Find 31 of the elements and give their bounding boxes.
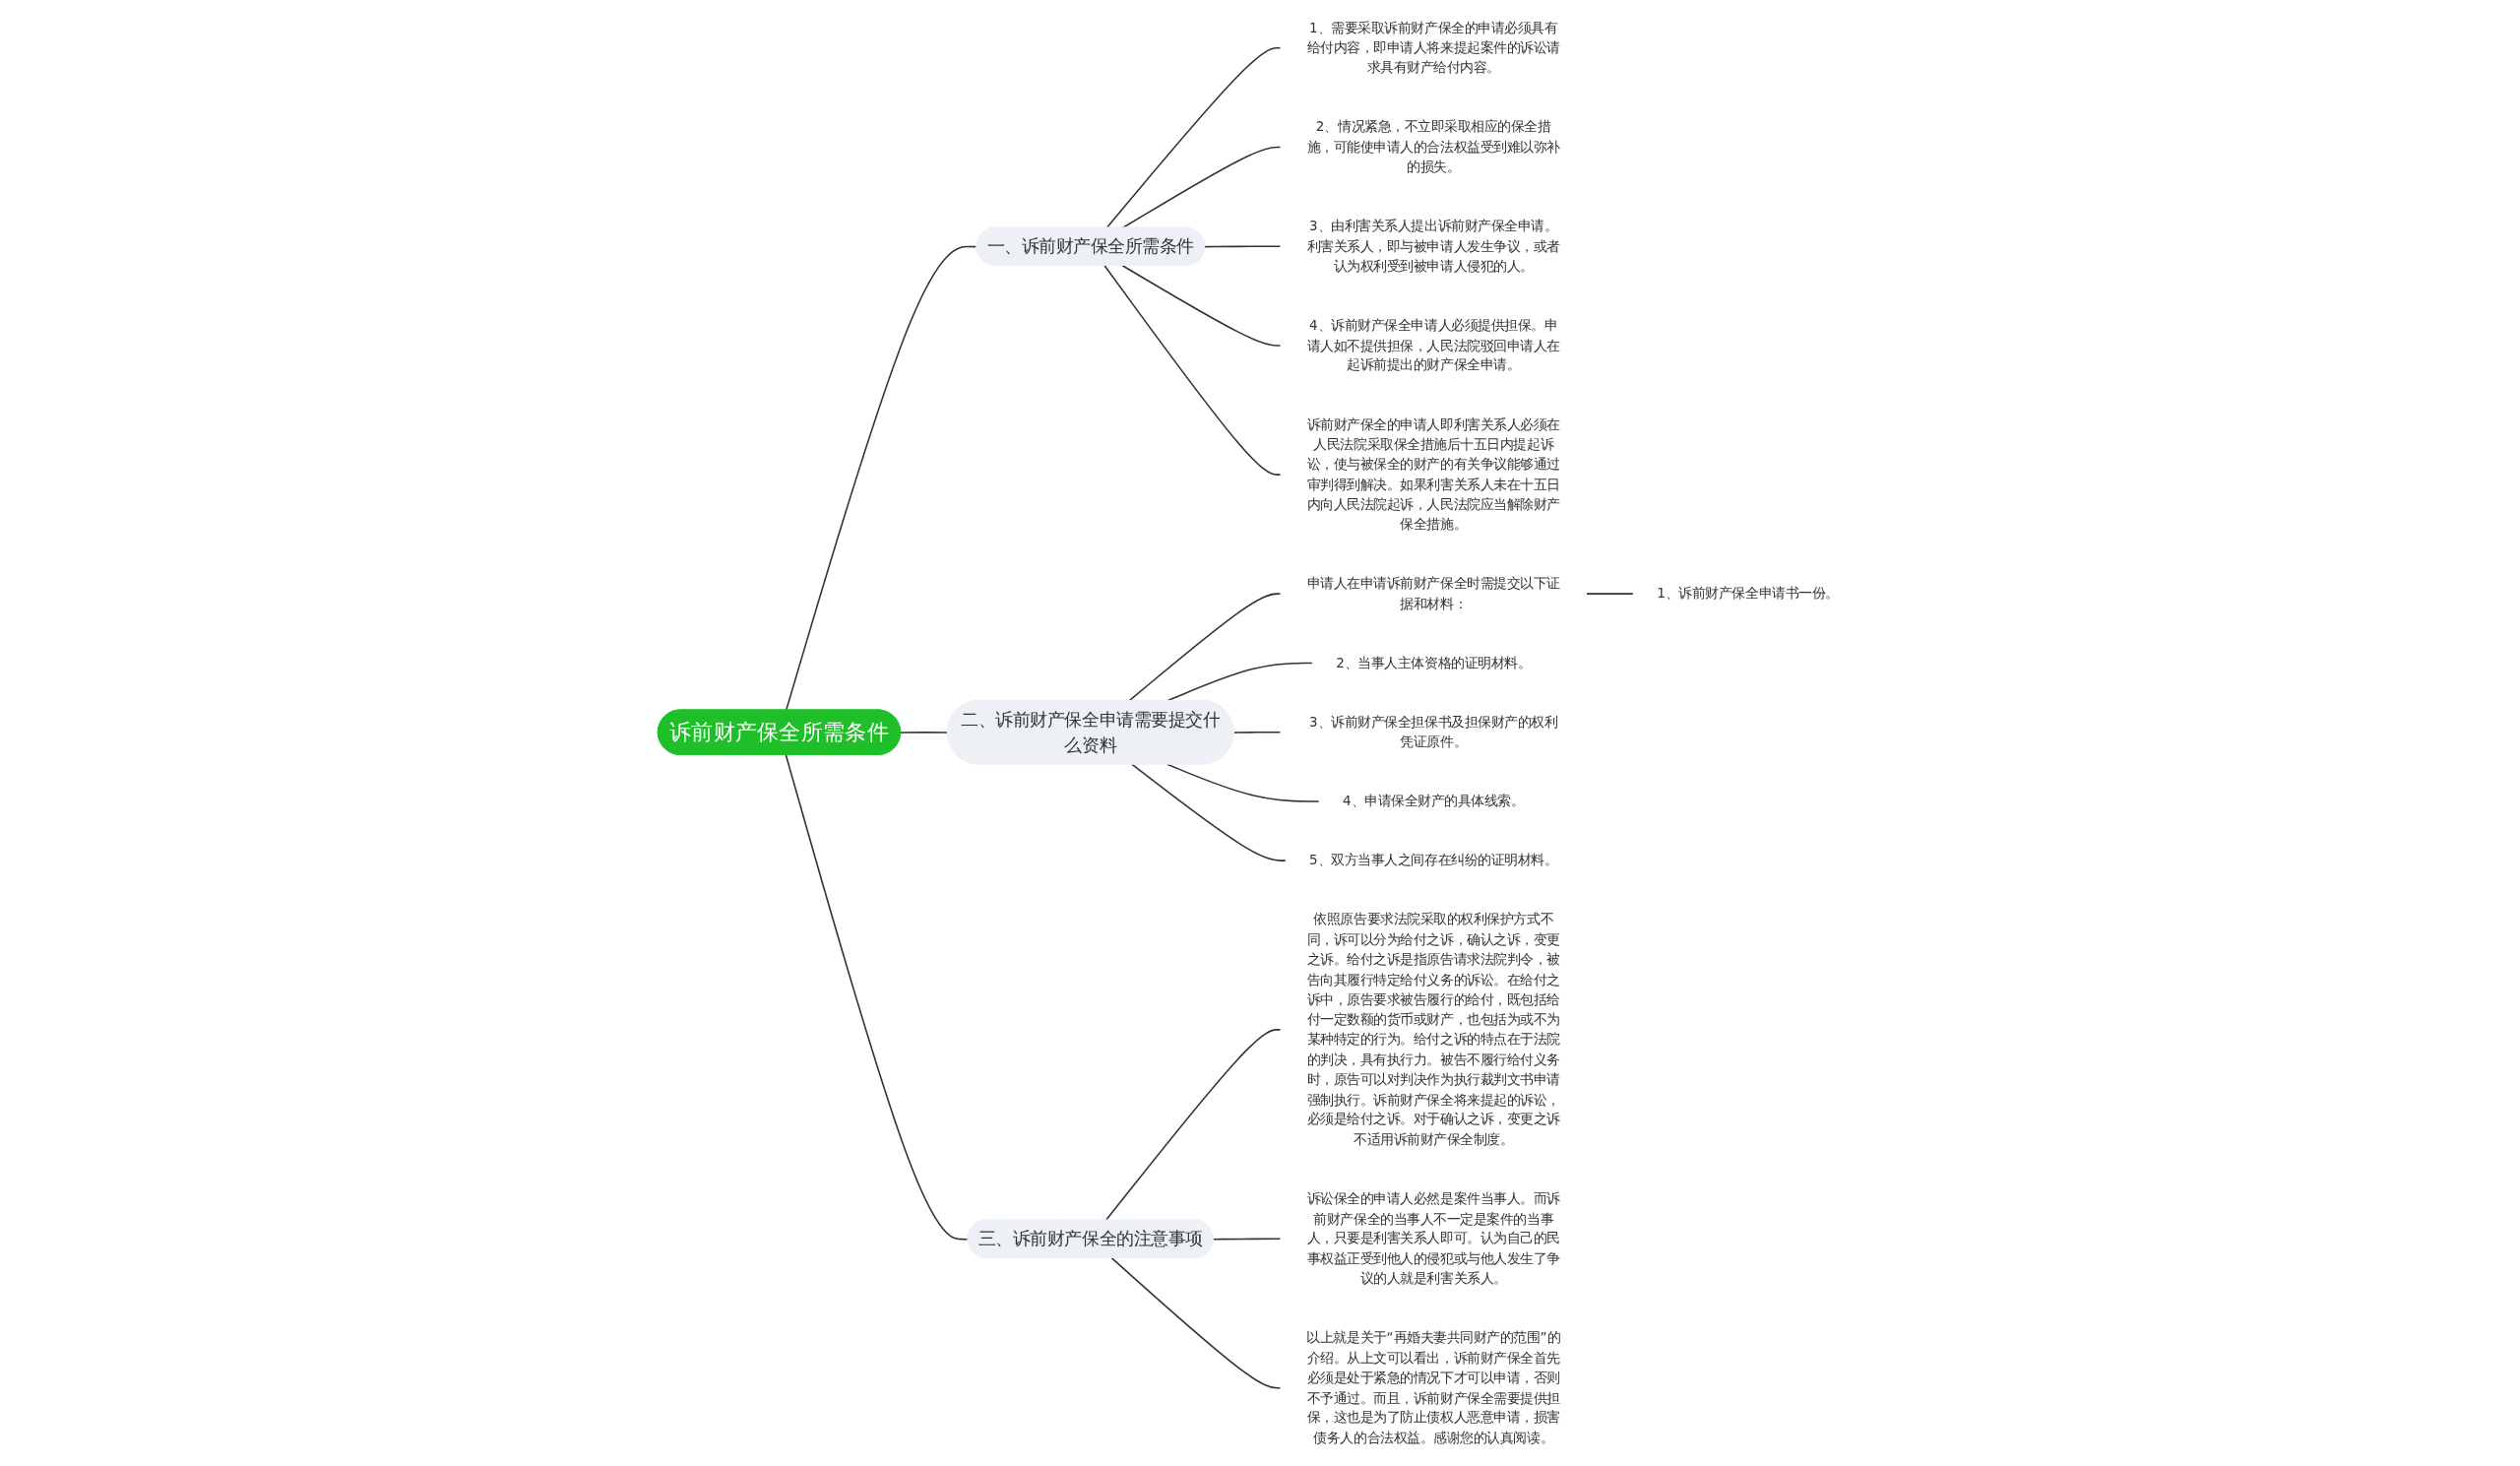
connector xyxy=(1166,662,1314,702)
node-text: 5、双方当事人之间存在纠纷的证明材料。 xyxy=(1309,852,1558,868)
connector xyxy=(1110,1257,1282,1389)
connector xyxy=(1166,763,1320,802)
connector xyxy=(1121,146,1282,229)
node-text: 诉讼保全的申请人必然是案件当事人。而诉前财产保全的当事人不一定是案件的当事人，只要是利害关系人即可。认为自己的民事权益正受到他人的侵犯或与他人发生了争议的人就是利害关系人。 xyxy=(1306,1190,1560,1287)
node-text: 申请人在申请诉前财产保全时需提交以下证据和材料： xyxy=(1306,575,1560,611)
connector xyxy=(1103,264,1282,476)
connector xyxy=(1128,593,1282,702)
node-text: 1、诉前财产保全申请书一份。 xyxy=(1657,585,1839,602)
node-text: 4、申请保全财产的具体线索。 xyxy=(1342,793,1525,809)
connector xyxy=(785,245,978,712)
node-text: 以上就是关于“再婚夫妻共同财产的范围”的介绍。从上文可以看出，诉前财产保全首先必须是处于紧急的情况下才可以申请，否则不予通过。而且，诉前财产保全需要提供担保，这也是为了防止债权人恶意申请，损害债务人的合法权益。感谢您的认真阅读。 xyxy=(1306,1329,1561,1445)
node-text: 2、情况紧急，不立即采取相应的保全措施，可能使申请人的合法权益受到难以弥补的损失。 xyxy=(1306,118,1560,175)
connector xyxy=(1104,1029,1282,1222)
node-text: 3、诉前财产保全担保书及担保财产的权利凭证原件。 xyxy=(1309,713,1558,750)
connector xyxy=(1204,245,1282,248)
connector xyxy=(1212,1238,1282,1241)
node-text: 1、需要采取诉前财产保全的申请必须具有给付内容，即申请人将来提起案件的诉讼请求具有财产给付内容。 xyxy=(1306,19,1560,76)
connector xyxy=(1105,46,1282,229)
node-text: 依照原告要求法院采取的权利保护方式不同，诉可以分为给付之诉，确认之诉，变更之诉。给付之诉是指原告请求法院判令，被告向其履行特定给付义务的诉讼。在给付之诉中，原告要求被告履行的给付，既包括给付一定数额的货币或财产，也包括为或不为某种特定的行为。给付之诉的特点在于法院的判决，具有执行力。被告不履行给付义务时，原告可以对判决作为执行裁判文书申请强制执行。诉前财产保全将来提起的诉讼，必须是给付之诉。对于确认之诉，变更之诉不适用诉前财产保全制度。 xyxy=(1306,911,1560,1147)
node-text: 2、当事人主体资格的证明材料。 xyxy=(1336,654,1532,670)
connector xyxy=(1131,763,1287,861)
connector xyxy=(1121,264,1282,347)
node-text: 3、由利害关系人提出诉前财产保全申请。利害关系人，即与被申请人发生争议，或者认为权利受到被申请人侵犯的人。 xyxy=(1306,218,1560,274)
connector xyxy=(785,754,970,1241)
connector xyxy=(1585,593,1635,595)
node-text: 诉前财产保全的申请人即利害关系人必须在人民法院采取保全措施后十五日内提起诉讼，使与被保全的财产的有关争议能够通过审判得到解决。如果利害关系人未在十五日内向人民法院起诉，人民法院应当解除财产保全措施。 xyxy=(1306,415,1560,533)
connector xyxy=(1232,731,1282,733)
connector xyxy=(900,732,949,733)
node-text: 4、诉前财产保全申请人必须提供担保。申请人如不提供担保，人民法院驳回申请人在起诉前提出的财产保全申请。 xyxy=(1306,317,1560,373)
